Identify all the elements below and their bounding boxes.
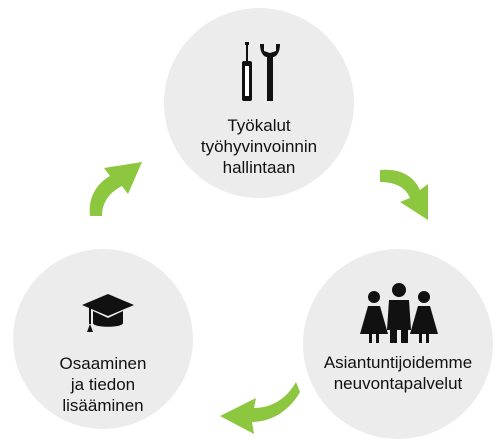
cycle-arrow-icon — [380, 169, 428, 220]
tools-icon — [242, 42, 280, 101]
node-label-line: Asiantuntijoidemme — [323, 353, 473, 372]
graduation-cap-icon — [82, 294, 134, 332]
node-label-learning: Osaaminen ja tiedon lisääminen — [13, 353, 193, 416]
node-circle-tools — [164, 8, 354, 198]
people-icon — [360, 283, 438, 343]
node-circle-experts — [303, 249, 493, 439]
cycle-arrow-icon — [89, 162, 142, 216]
node-label-line: Osaaminen — [59, 354, 147, 373]
node-label-line: ja tiedon — [70, 375, 136, 394]
node-circle-learning — [13, 249, 193, 429]
node-label-line: Työkalut — [227, 116, 291, 135]
node-label-line: neuvontapalvelut — [333, 374, 463, 393]
node-label-line: työhyvinvoinnin — [200, 137, 318, 156]
node-label-experts: Asiantuntijoidemme neuvontapalvelut — [303, 352, 493, 394]
cycle-arrow-icon — [220, 382, 300, 434]
node-label-line: hallintaan — [222, 158, 296, 177]
node-label-tools: Työkalut työhyvinvoinnin hallintaan — [164, 115, 354, 178]
node-label-line: lisääminen — [62, 396, 144, 415]
